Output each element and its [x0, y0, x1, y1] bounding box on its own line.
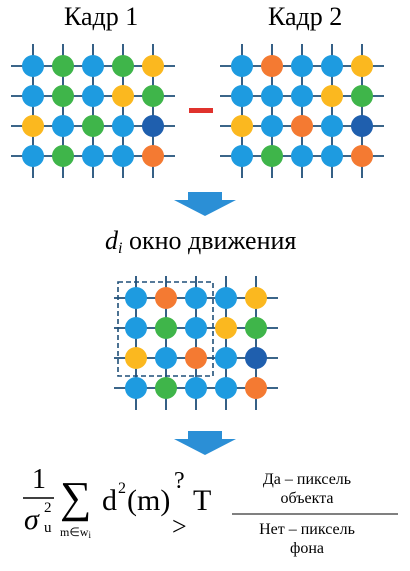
formula-sigma-sup: 2 — [44, 500, 52, 516]
down-arrow-icon — [174, 192, 236, 216]
frame1-pixel-blue — [52, 115, 74, 137]
formula-sigma: σ — [24, 503, 39, 536]
frame2-grid — [220, 44, 384, 178]
frame1-pixel-green — [52, 145, 74, 167]
motion-pixel-blue — [185, 287, 207, 309]
frame1-pixel-green — [52, 55, 74, 77]
frame2-pixel-blue — [231, 85, 253, 107]
motion-grid — [114, 276, 278, 410]
formula-term-base: d — [102, 484, 117, 517]
formula-term-sup: 2 — [118, 480, 126, 497]
formula-threshold: T — [193, 484, 212, 517]
motion-pixel-yellow — [245, 287, 267, 309]
motion-pixel-yellow — [215, 317, 237, 339]
frame1-pixel-green — [142, 85, 164, 107]
frame1-title: Кадр 1 — [64, 2, 139, 31]
frame1-pixel-green — [112, 55, 134, 77]
frame1-pixel-yellow — [112, 85, 134, 107]
motion-pixel-blue — [185, 377, 207, 399]
motion-pixel-blue — [125, 317, 147, 339]
formula-greater: > — [172, 512, 187, 541]
frame2-pixel-orange — [291, 115, 313, 137]
motion-window-box — [117, 281, 214, 377]
motion-pixel-green — [245, 317, 267, 339]
motion-window-title: di окно движения — [105, 226, 296, 258]
motion-pixel-darkblue — [245, 347, 267, 369]
down-arrow-icon — [174, 431, 236, 455]
motion-pixel-blue — [125, 377, 147, 399]
frame2-pixel-yellow — [321, 85, 343, 107]
formula-sigma-sub: u — [44, 520, 52, 536]
motion-pixel-yellow — [125, 347, 147, 369]
frame2-pixel-darkblue — [351, 115, 373, 137]
frame2-pixel-blue — [261, 115, 283, 137]
frame2-pixel-green — [261, 145, 283, 167]
frame2-pixel-green — [351, 85, 373, 107]
frame2-pixel-blue — [321, 145, 343, 167]
frame1-pixel-darkblue — [142, 115, 164, 137]
frame1-grid — [11, 44, 175, 178]
motion-pixel-blue — [125, 287, 147, 309]
frame2-title: Кадр 2 — [268, 2, 343, 31]
frame1-pixel-orange — [142, 145, 164, 167]
frame2-pixel-orange — [261, 55, 283, 77]
formula-sum-sub-text: m∈w — [60, 525, 89, 539]
frame2-pixel-yellow — [231, 115, 253, 137]
frame1-pixel-blue — [82, 85, 104, 107]
frame1-pixel-blue — [22, 145, 44, 167]
motion-window-var: d — [105, 226, 118, 255]
frame2-pixel-blue — [231, 145, 253, 167]
frame1-pixel-blue — [112, 145, 134, 167]
motion-pixel-orange — [185, 347, 207, 369]
formula-sum-sub: m∈wi — [60, 525, 91, 540]
frame1-pixel-blue — [82, 55, 104, 77]
motion-window-sub: i — [118, 240, 123, 257]
formula-term-arg: (m) — [127, 484, 171, 517]
frame1-pixel-blue — [82, 145, 104, 167]
frame2-pixel-orange — [351, 145, 373, 167]
frame1-pixel-green — [82, 115, 104, 137]
formula-sum-sub-i: i — [88, 530, 91, 540]
frame1-pixel-blue — [112, 115, 134, 137]
frame2-pixel-blue — [291, 55, 313, 77]
frame2-pixel-yellow — [351, 55, 373, 77]
motion-pixel-blue — [215, 347, 237, 369]
formula-question: ? — [174, 468, 185, 494]
motion-window-label: окно движения — [128, 226, 297, 255]
motion-pixel-blue — [215, 377, 237, 399]
motion-pixel-blue — [155, 347, 177, 369]
frame1-pixel-green — [52, 85, 74, 107]
frame1-pixel-yellow — [142, 55, 164, 77]
minus-sign — [189, 108, 213, 113]
motion-pixel-orange — [155, 287, 177, 309]
frame2-pixel-blue — [291, 85, 313, 107]
frame2-pixel-blue — [261, 85, 283, 107]
frame2-pixel-blue — [231, 55, 253, 77]
motion-pixel-green — [155, 317, 177, 339]
frame1-pixel-yellow — [22, 115, 44, 137]
formula-sum: ∑ — [60, 473, 92, 522]
frame2-pixel-blue — [321, 55, 343, 77]
motion-pixel-blue — [215, 287, 237, 309]
motion-pixel-green — [155, 377, 177, 399]
frame2-pixel-blue — [291, 145, 313, 167]
frame1-pixel-blue — [22, 85, 44, 107]
formula-numerator: 1 — [32, 464, 46, 495]
decision-no: Нет – пиксель фона — [259, 521, 355, 557]
frame2-pixel-blue — [321, 115, 343, 137]
motion-pixel-orange — [245, 377, 267, 399]
frame1-pixel-blue — [22, 55, 44, 77]
motion-pixel-blue — [185, 317, 207, 339]
decision-yes: Да – пиксель объекта — [262, 471, 352, 507]
